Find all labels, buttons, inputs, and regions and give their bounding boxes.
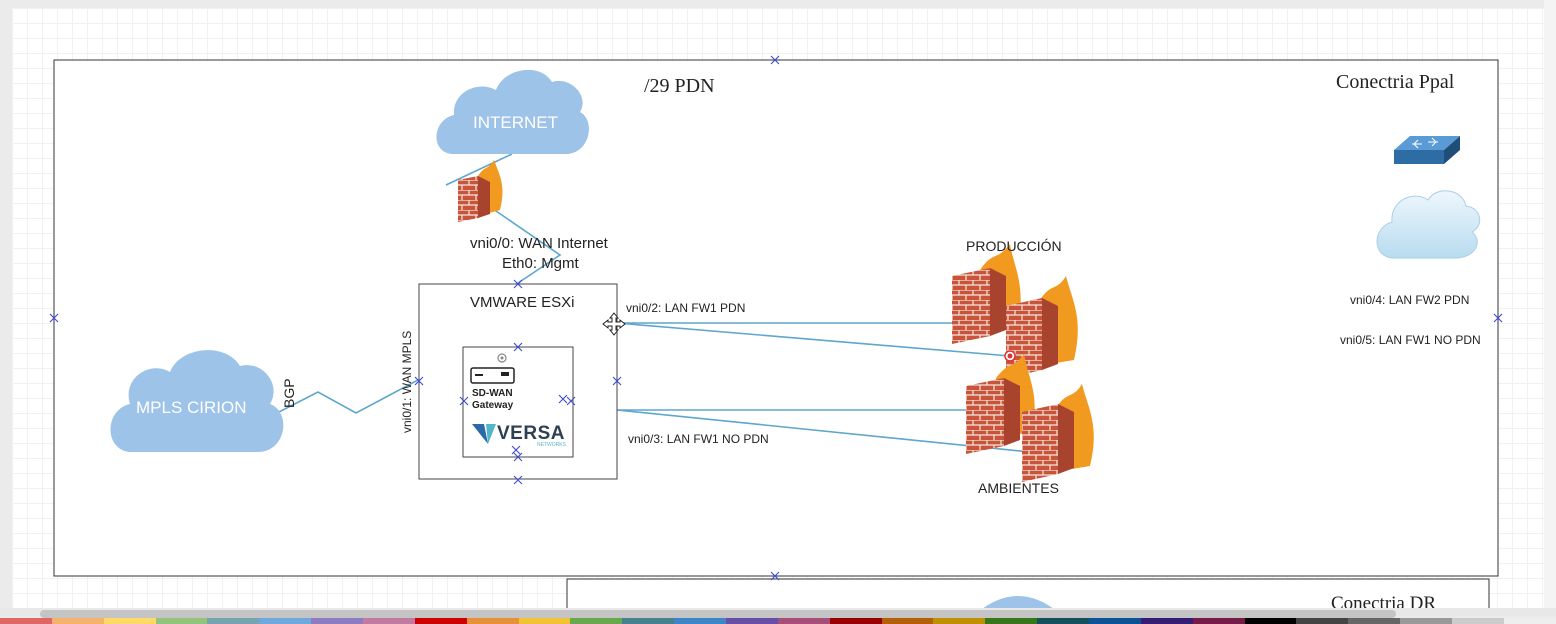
network-switch-icon[interactable] bbox=[1394, 136, 1460, 164]
palette-swatch[interactable] bbox=[259, 618, 312, 624]
palette-swatch[interactable] bbox=[674, 618, 727, 624]
palette-swatch[interactable] bbox=[1037, 618, 1090, 624]
move-cursor-icon bbox=[602, 312, 626, 336]
palette-swatch[interactable] bbox=[518, 618, 571, 624]
versa-networks-text: NETWORKS bbox=[537, 442, 566, 448]
right-panel-edge bbox=[1544, 0, 1556, 612]
sdwan-device-icon bbox=[470, 353, 515, 384]
palette-swatch[interactable] bbox=[570, 618, 623, 624]
palette-swatch[interactable] bbox=[1244, 618, 1297, 624]
internet-cloud-icon[interactable] bbox=[436, 69, 589, 154]
subnet-label: /29 PDN bbox=[644, 75, 715, 97]
palette-swatch[interactable] bbox=[207, 618, 260, 624]
bgp-label: BGP bbox=[281, 378, 297, 408]
internet-firewall-icon[interactable] bbox=[458, 160, 503, 222]
lan-fw2-pdn-link bbox=[616, 322, 1011, 357]
palette-swatch[interactable] bbox=[155, 618, 208, 624]
sdwan-label-line1: SD-WAN bbox=[472, 388, 513, 399]
palette-swatch[interactable] bbox=[1503, 618, 1556, 624]
internet-to-firewall-link bbox=[445, 153, 513, 186]
palette-swatch[interactable] bbox=[985, 618, 1038, 624]
internet-cloud-label: INTERNET bbox=[473, 113, 558, 132]
palette-swatch[interactable] bbox=[881, 618, 934, 624]
palette-swatch[interactable] bbox=[1192, 618, 1245, 624]
ambientes-firewall-2-icon[interactable] bbox=[1022, 384, 1094, 482]
selection-markers bbox=[49, 55, 1503, 581]
mpls-cloud-label: MPLS CIRION bbox=[136, 398, 247, 417]
mpls-cloud-icon[interactable] bbox=[110, 350, 284, 452]
light-cloud-icon[interactable] bbox=[1376, 190, 1481, 259]
sdwan-gateway-box[interactable] bbox=[462, 346, 574, 458]
mgmt-label: Eth0: Mgmt bbox=[502, 255, 579, 272]
mpls-bgp-link bbox=[278, 379, 419, 414]
palette-swatch[interactable] bbox=[1296, 618, 1349, 624]
lan-fw1-no-pdn-label: vni0/3: LAN FW1 NO PDN bbox=[628, 432, 769, 446]
palette-swatch[interactable] bbox=[726, 618, 778, 624]
lan-fw1-no-pdn-link-2 bbox=[616, 409, 1031, 453]
palette-swatch[interactable] bbox=[414, 618, 467, 624]
firewall-to-esxi-link bbox=[479, 199, 562, 284]
palette-swatch[interactable] bbox=[1140, 618, 1193, 624]
color-palette[interactable] bbox=[0, 618, 1556, 624]
page-frame-main[interactable] bbox=[53, 59, 1499, 577]
lan-fw1-no-pdn-label-2: vni0/5: LAN FW1 NO PDN bbox=[1340, 333, 1481, 347]
wan-mpls-label: vni0/1: WAN MPLS bbox=[400, 330, 414, 433]
lan-fw2-pdn-label: vni0/4: LAN FW2 PDN bbox=[1350, 293, 1470, 307]
produccion-firewall-1-icon[interactable] bbox=[952, 244, 1021, 344]
versa-logo-text: VERSA bbox=[497, 423, 565, 444]
page-title-main: Conectria Ppal bbox=[1336, 71, 1455, 93]
palette-swatch[interactable] bbox=[933, 618, 986, 624]
palette-swatch[interactable] bbox=[1400, 618, 1453, 624]
horizontal-scrollbar-thumb[interactable] bbox=[40, 610, 1396, 618]
versa-logo-icon bbox=[472, 424, 496, 444]
lan-fw1-pdn-label: vni0/2: LAN FW1 PDN bbox=[626, 301, 746, 315]
palette-swatch[interactable] bbox=[622, 618, 675, 624]
connectors bbox=[278, 153, 1031, 453]
palette-swatch[interactable] bbox=[829, 618, 882, 624]
palette-swatch[interactable] bbox=[311, 618, 364, 624]
wan-internet-label: vni0/0: WAN Internet bbox=[470, 235, 608, 252]
palette-swatch[interactable] bbox=[777, 618, 830, 624]
palette-swatch[interactable] bbox=[363, 618, 415, 624]
sdwan-label-line2: Gateway bbox=[472, 400, 514, 411]
palette-swatch[interactable] bbox=[1452, 618, 1504, 624]
produccion-label: PRODUCCIÓN bbox=[966, 238, 1062, 254]
page-title-dr: Conectria DR bbox=[1331, 593, 1437, 612]
palette-swatch[interactable] bbox=[51, 618, 104, 624]
sdwan-label: SD-WAN Gateway bbox=[472, 388, 513, 412]
diagram-svg bbox=[49, 55, 1503, 612]
palette-swatch[interactable] bbox=[1089, 618, 1141, 624]
diagram-canvas[interactable]: /29 PDN Conectria Ppal INTERNET vni0/0: … bbox=[12, 8, 1544, 612]
palette-swatch[interactable] bbox=[103, 618, 156, 624]
vmware-esxi-label: VMWARE ESXi bbox=[470, 294, 575, 311]
palette-swatch[interactable] bbox=[1348, 618, 1401, 624]
palette-swatch[interactable] bbox=[0, 618, 52, 624]
ambientes-label: AMBIENTES bbox=[978, 480, 1059, 496]
palette-swatch[interactable] bbox=[466, 618, 519, 624]
